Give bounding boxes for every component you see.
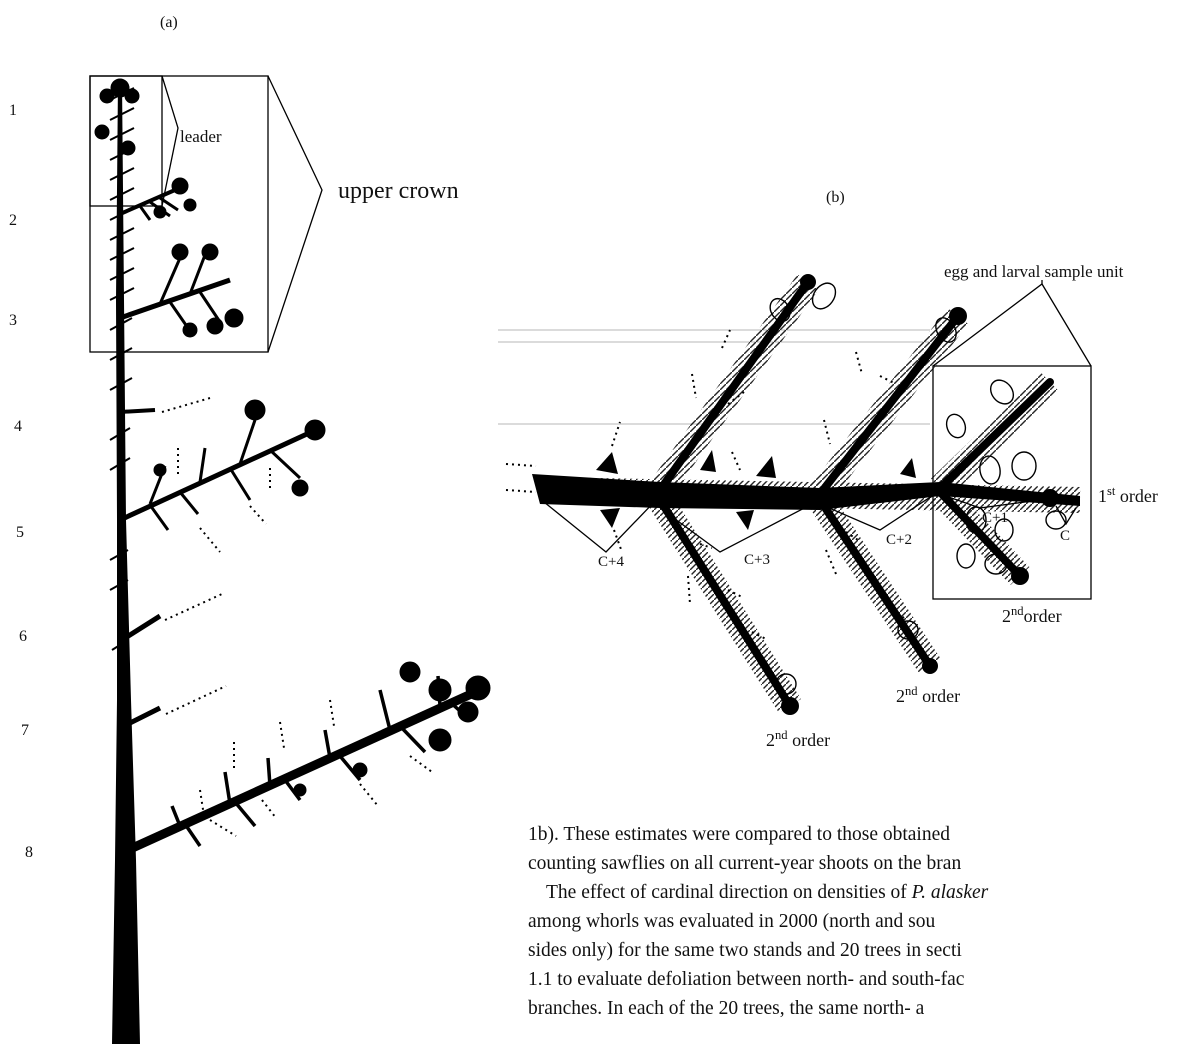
upper-crown-label: upper crown: [338, 178, 459, 205]
shoot-label-c1: C+1: [982, 510, 1008, 527]
shoot-label-c3: C+3: [744, 552, 770, 569]
second-order-label-box: 2ndorder: [1002, 606, 1062, 627]
whorl-number-2: 2: [9, 212, 17, 230]
body-line-3: The effect of cardinal direction on dens…: [546, 878, 988, 907]
whorl-number-5: 5: [16, 524, 24, 542]
branch-diagram: [498, 274, 1091, 715]
body-line-7: branches. In each of the 20 trees, the s…: [528, 994, 924, 1023]
body-line-1: 1b). These estimates were compared to th…: [528, 820, 950, 849]
shoot-label-c: C: [1060, 528, 1070, 545]
whorl-number-4: 4: [14, 418, 22, 436]
panel-b-label: (b): [826, 189, 845, 207]
shoot-label-c4: C+4: [598, 554, 624, 571]
shoot-label-c2: C+2: [886, 532, 912, 549]
whorl-number-7: 7: [21, 722, 29, 740]
body-line-2: counting sawflies on all current-year sh…: [528, 849, 961, 878]
body-line-4: among whorls was evaluated in 2000 (nort…: [528, 907, 935, 936]
whorl-number-8: 8: [25, 844, 33, 862]
first-order-label: 1st order: [1098, 486, 1158, 507]
second-order-label-bottom: 2nd order: [766, 730, 830, 751]
sample-unit-label: egg and larval sample unit: [944, 262, 1123, 282]
tree-silhouette: [95, 79, 490, 1044]
body-line-6: 1.1 to evaluate defoliation between nort…: [528, 965, 964, 994]
whorl-number-6: 6: [19, 628, 27, 646]
panel-a-label: (a): [160, 14, 178, 32]
second-order-label-middle: 2nd order: [896, 686, 960, 707]
whorl-number-3: 3: [9, 312, 17, 330]
body-line-5: sides only) for the same two stands and …: [528, 936, 962, 965]
leader-label: leader: [180, 127, 222, 147]
whorl-number-1: 1: [9, 102, 17, 120]
